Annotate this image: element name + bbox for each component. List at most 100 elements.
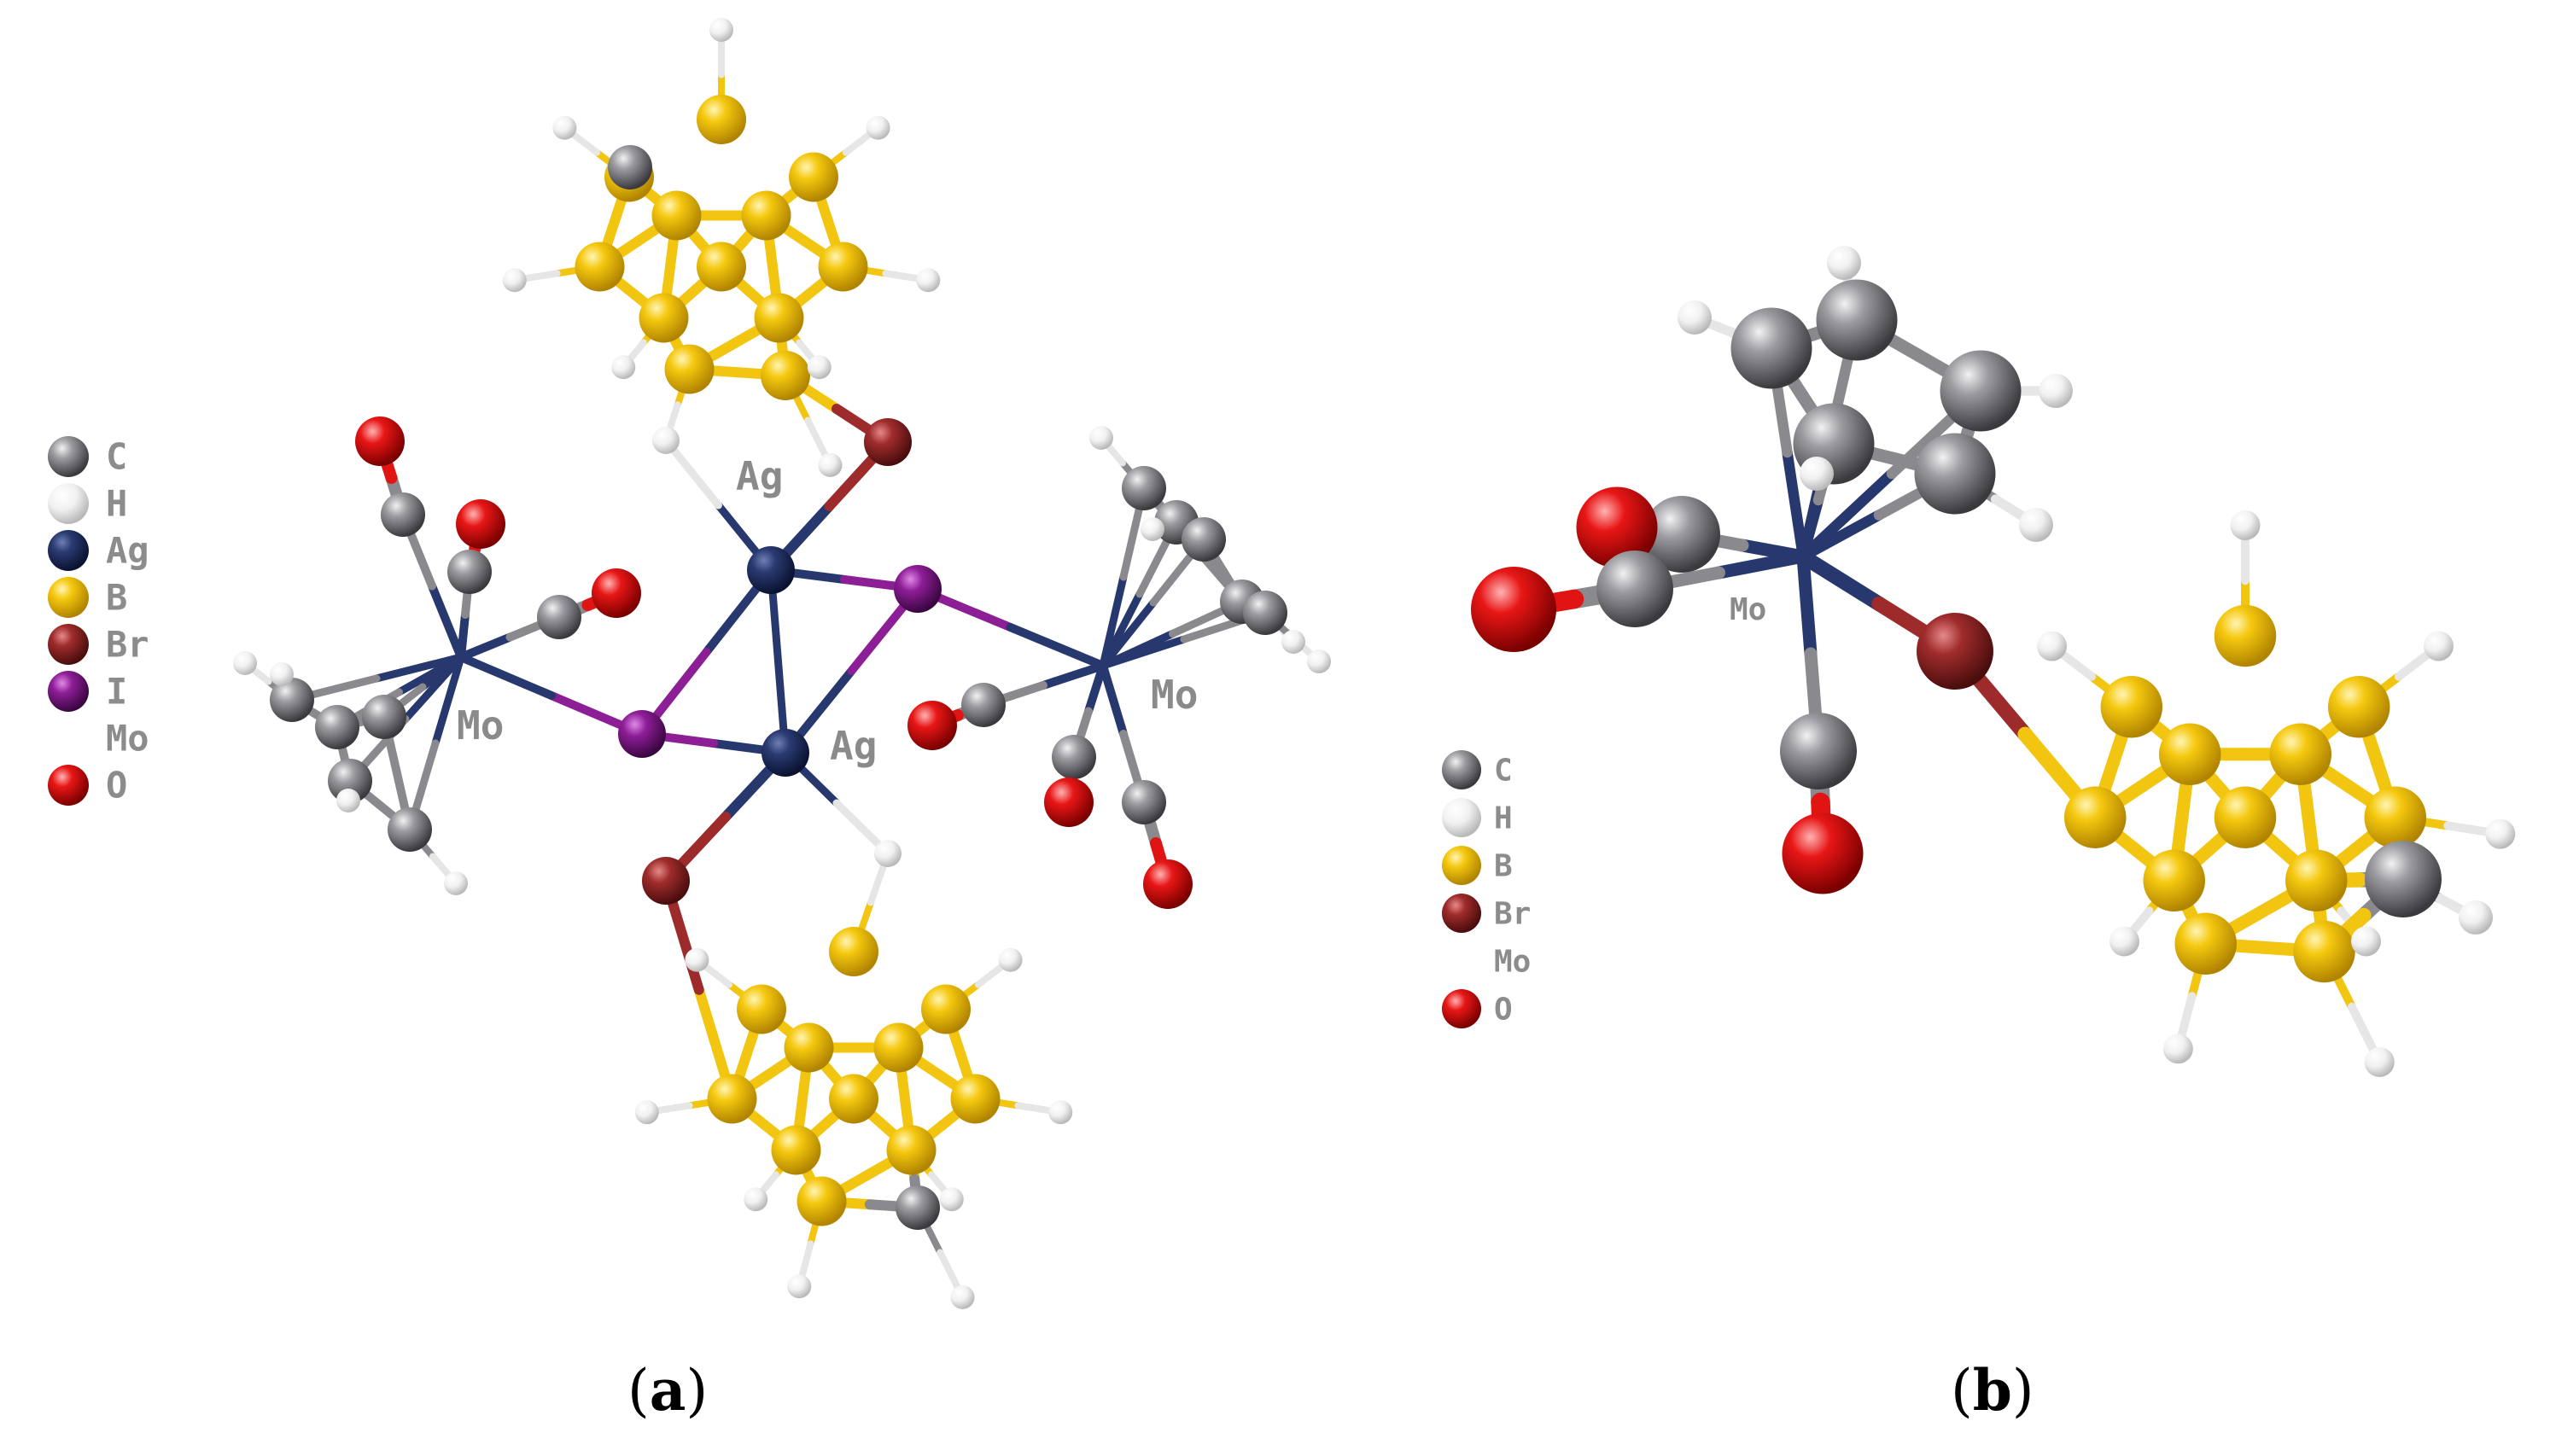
panel-a-boron-atom — [921, 984, 971, 1034]
panel-a-boron-atom — [575, 242, 625, 292]
panel-a-carbon-atom — [270, 678, 314, 722]
panel-b-hydrogen-atom — [1678, 300, 1712, 335]
panel-b-bond — [1796, 550, 1818, 661]
panel-a-boron-atom — [950, 1074, 1001, 1124]
legend-label-ag: Ag — [106, 530, 149, 572]
panel-b-structure: Mo — [1471, 246, 2516, 1077]
panel-a-oxygen-atom — [1143, 859, 1193, 909]
panel-a-bond — [1084, 661, 1107, 716]
panel-a-hydrogen-atom — [1048, 1100, 1073, 1125]
panel-a-carbon-atom — [608, 145, 652, 189]
panel-a-bond — [457, 653, 556, 700]
panel-a-carbon-atom — [315, 705, 359, 749]
panel-a-hydrogen-atom — [336, 789, 360, 812]
panel-a-hydrogen-atom — [233, 651, 257, 675]
panel-b-carbon-atom — [1914, 433, 1996, 515]
panel-a-structure: Ag Ag Mo Mo — [233, 18, 1331, 1309]
panel-a-hydrogen-atom — [611, 355, 636, 380]
panel-b-carbon-atom — [1780, 713, 1857, 789]
panel-a-carbon-atom — [1243, 591, 1287, 635]
panel-a-bond — [662, 436, 722, 510]
panel-a-hydrogen-atom — [787, 1274, 812, 1299]
panel-a-carbon-atom — [1122, 466, 1166, 510]
panel-a-boron-atom — [754, 293, 804, 343]
panel-a-silver-atom — [747, 546, 795, 594]
panel-a-bond — [457, 632, 515, 661]
panel-a-hydrogen-atom — [685, 947, 709, 972]
legend-label-br: Br — [1494, 897, 1531, 932]
panel-b-bromine-atom — [1917, 613, 1993, 690]
panel-a-hydrogen-atom — [1141, 517, 1164, 541]
legend-label-o: O — [1494, 993, 1513, 1028]
panel-b-boron-atom — [2269, 723, 2331, 785]
legend-swatch-b — [1442, 846, 1481, 885]
legend-label-i: I — [106, 671, 127, 713]
legend-label-c: C — [106, 436, 127, 478]
panel-a-oxygen-atom — [355, 416, 405, 466]
panel-a-bromine-atom — [642, 857, 690, 905]
panel-a-carbon-atom — [1182, 517, 1226, 562]
panel-a-oxygen-atom — [592, 568, 641, 618]
panel-b-bond — [1795, 549, 1887, 612]
panel-b-hydrogen-atom — [1800, 457, 1834, 491]
panel-b-bond — [1782, 446, 1809, 562]
legend-swatch-ag — [48, 530, 89, 571]
panel-a-boron-atom — [771, 1125, 821, 1175]
panel-a-oxygen-atom — [456, 499, 505, 549]
legend-label-o: O — [106, 765, 127, 807]
panel-a-boron-atom — [741, 190, 791, 241]
panel-a-iodine-atom — [894, 565, 942, 613]
panel-a-oxygen-atom — [907, 701, 957, 750]
panel-b-carbon-atom — [1596, 550, 1673, 627]
panel-a-carbon-atom — [388, 807, 432, 852]
panel-a-hydrogen-atom — [807, 355, 832, 380]
panel-a-boron-atom — [829, 927, 878, 976]
panel-a-hydrogen-atom — [1307, 649, 1331, 673]
panel-a-hydrogen-atom — [939, 1187, 964, 1212]
panel-a-hydrogen-atom — [1089, 426, 1113, 450]
panel-a-hydrogen-atom — [818, 453, 843, 477]
atom-label-mo-left: Mo — [457, 702, 504, 748]
panel-a-carbon-atom — [381, 492, 425, 537]
panel-a-bond — [428, 581, 465, 661]
panel-b-hydrogen-atom — [2351, 926, 2382, 957]
panel-a-oxygen-atom — [1044, 778, 1094, 827]
panel-a-bond — [1039, 661, 1107, 690]
panel-label-a: (a) — [627, 1357, 708, 1424]
panel-a-bond — [401, 653, 465, 723]
panel-b-carbon-atom — [1730, 307, 1812, 389]
panel-b-hydrogen-atom — [2364, 1047, 2395, 1077]
panel-b-boron-atom — [2327, 676, 2390, 738]
panel-b-boron-atom — [2064, 786, 2127, 848]
panel-a-bond — [457, 610, 470, 661]
panel-a-hydrogen-atom — [916, 268, 941, 293]
panel-a-hydrogen-atom — [502, 268, 527, 293]
panel-a-hydrogen-atom — [998, 947, 1023, 972]
panel-a-hydrogen-atom — [866, 115, 890, 140]
panel-b-hydrogen-atom — [2485, 818, 2516, 849]
legend-swatch-mo — [48, 718, 89, 759]
atom-label-mo-b: Mo — [1730, 592, 1766, 627]
panel-a-iodine-atom — [618, 710, 666, 758]
panel-a-boron-atom — [707, 1074, 757, 1124]
panel-a-atoms — [233, 18, 1331, 1309]
panel-a-hydrogen-atom — [270, 662, 294, 686]
panel-b-boron-atom — [2293, 920, 2355, 983]
legend-swatch-br — [1442, 894, 1481, 933]
atom-label-mo-right: Mo — [1151, 672, 1198, 718]
panel-a-boron-atom — [639, 293, 689, 343]
panel-b-boron-atom — [2285, 849, 2348, 911]
panel-b-oxygen-atom — [1782, 812, 1864, 894]
panel-a-carbon-atom — [961, 683, 1006, 727]
panel-b-atoms — [1471, 246, 2516, 1077]
panel-b-boron-atom — [2364, 786, 2426, 848]
panel-a-boron-atom — [829, 1074, 878, 1124]
panel-a-bond — [1099, 661, 1128, 738]
panel-a-hydrogen-atom — [744, 1187, 768, 1212]
panel-b-oxygen-atom — [1576, 486, 1658, 568]
panel-a-hydrogen-atom — [552, 115, 577, 140]
panel-b-bond — [1797, 510, 1885, 562]
